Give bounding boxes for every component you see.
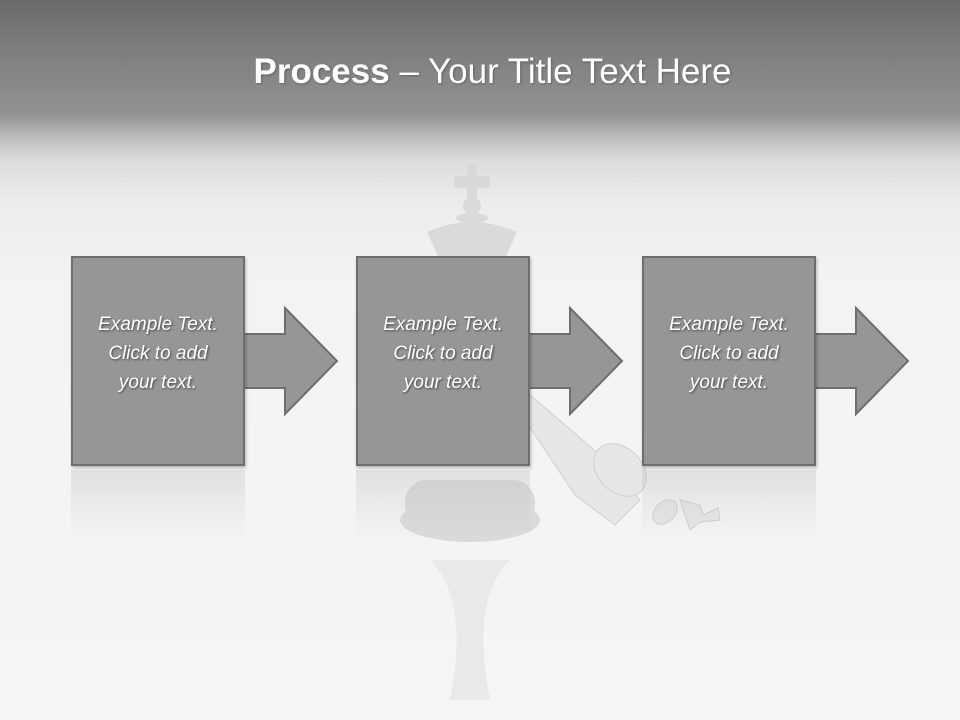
arrow-right-icon: [525, 305, 624, 417]
step-text-line-1: Example Text.: [669, 314, 789, 335]
step-text-line-3: your text.: [689, 372, 769, 393]
step-text-line-3: your text.: [403, 372, 483, 393]
slide-title[interactable]: Process – Your Title Text Here: [0, 52, 960, 92]
step-text-line-3: your text.: [118, 372, 198, 393]
step-1-reflection: [71, 470, 411, 580]
title-bold: Process: [253, 52, 390, 91]
step-box: [356, 256, 530, 466]
step-text[interactable]: Example Text. Click to add your text.: [642, 310, 816, 397]
process-step-1[interactable]: Example Text. Click to add your text.: [71, 256, 411, 468]
step-box: [642, 256, 816, 466]
step-text-line-1: Example Text.: [383, 314, 503, 335]
step-box: [71, 256, 245, 466]
arrow-right-icon: [240, 305, 339, 417]
process-step-2[interactable]: Example Text. Click to add your text.: [356, 256, 696, 468]
step-3-reflection: [642, 470, 960, 580]
step-text[interactable]: Example Text. Click to add your text.: [356, 310, 530, 397]
step-text-line-2: Click to add: [679, 343, 779, 364]
arrow-right-icon: [811, 305, 910, 417]
step-text[interactable]: Example Text. Click to add your text.: [71, 310, 245, 397]
step-text-line-2: Click to add: [108, 343, 208, 364]
title-rest: – Your Title Text Here: [389, 52, 732, 91]
step-text-line-2: Click to add: [393, 343, 493, 364]
process-step-3[interactable]: Example Text. Click to add your text.: [642, 256, 960, 468]
step-2-reflection: [356, 470, 696, 580]
step-text-line-1: Example Text.: [98, 314, 218, 335]
